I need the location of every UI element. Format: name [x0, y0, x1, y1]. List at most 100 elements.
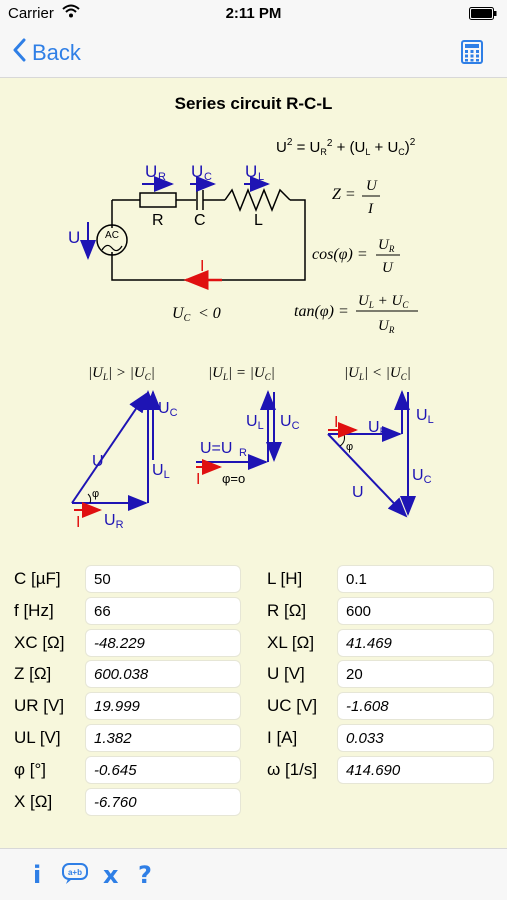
phasor3-phi-label: φ	[346, 441, 353, 453]
phasor-cond-3: |UL| < |UC|	[344, 365, 411, 382]
phasor1-u-label: U	[92, 453, 104, 470]
ul-label: U	[245, 162, 257, 181]
phasor1-current-label: I	[76, 514, 80, 531]
right-field-label: R [Ω]	[267, 600, 307, 620]
carrier-label: Carrier	[8, 5, 54, 22]
right-field-value[interactable]: 600	[337, 596, 494, 625]
ur-subscript: R	[158, 171, 166, 183]
phasor-cond-2: |UL| = |UC|	[208, 365, 275, 382]
left-field-label: C [µF]	[14, 569, 61, 588]
phasor2-u-eq-ur-label: U=U	[200, 440, 232, 457]
phasor2-current-label: I	[196, 471, 200, 488]
uc-symbol: UC	[172, 305, 191, 324]
ul-subscript: L	[258, 171, 264, 183]
formula-tan-num: UL + UC	[358, 293, 409, 310]
left-field-row: UL [V] 1.382	[0, 724, 507, 752]
help-icon[interactable]: ?	[138, 861, 152, 889]
left-field-row: f [Hz] 66	[0, 596, 507, 625]
right-field-row: R [Ω] 600	[0, 596, 507, 625]
calculator-icon[interactable]	[461, 40, 483, 69]
bottom-toolbar: i a+b x ?	[0, 848, 507, 900]
left-field-row: X [Ω] -6.760	[0, 787, 507, 816]
formula-icon[interactable]: a+b	[62, 863, 88, 891]
formula-cos-den: U	[382, 260, 394, 276]
ur-label: U	[145, 162, 157, 181]
capacitor-label: C	[194, 212, 206, 229]
uc-label: U	[191, 162, 203, 181]
right-field-row: L [H] 0.1	[0, 565, 507, 593]
left-field-row: φ [°] -0.645	[0, 755, 507, 784]
phasor-diagram-1	[71, 390, 161, 511]
formula-cos-num: UR	[378, 237, 395, 254]
phasor3-uc-label: UC	[412, 467, 432, 486]
uc-condition: < 0	[198, 305, 221, 322]
phasor3-ul-label: UL	[416, 407, 434, 426]
clear-icon[interactable]: x	[103, 861, 119, 889]
left-field-label: X [Ω]	[14, 791, 53, 811]
formula-z-den: I	[367, 201, 374, 217]
right-field-label: L [H]	[267, 569, 303, 588]
right-field-row: ω [1/s] 414.690	[0, 755, 507, 784]
current-label: I	[200, 258, 204, 275]
right-field-label: UC [V]	[267, 696, 318, 716]
left-field-value[interactable]: 600.038	[85, 660, 241, 689]
left-field-value[interactable]: -6.760	[85, 787, 241, 816]
left-field-value[interactable]: 1.382	[85, 724, 241, 752]
left-field-label: Z [Ω]	[14, 664, 52, 684]
right-field-value[interactable]: 41.469	[337, 628, 494, 657]
svg-text:U2 = UR2 + (UL + UC)2: U2 = UR2 + (UL + UC)2	[276, 137, 416, 157]
left-field-label: UR [V]	[14, 696, 65, 716]
phasor1-ul-label: UL	[152, 462, 170, 481]
left-field-value[interactable]: -0.645	[85, 755, 241, 784]
formula-tan-den: UR	[378, 318, 395, 335]
phasor1-uc-label: UC	[158, 400, 178, 419]
phasor2-ul-label: UL	[246, 413, 264, 432]
right-field-row: U [V]20	[0, 660, 507, 689]
phasor3-current-label: I	[334, 414, 338, 431]
page-title: Series circuit R-C-L	[174, 94, 333, 113]
right-field-label: ω [1/s]	[267, 759, 318, 779]
status-bar: Carrier 2:11 PM	[0, 0, 507, 28]
formula-z-lhs: Z =	[332, 186, 356, 203]
back-button[interactable]: Back	[12, 38, 81, 68]
info-icon[interactable]: i	[33, 861, 42, 889]
phasor3-ur-label: UR	[368, 419, 388, 438]
phasor1-ur-label: UR	[104, 512, 124, 531]
right-field-value[interactable]: 20	[337, 660, 494, 689]
left-field-value[interactable]: 19.999	[85, 692, 241, 721]
right-field-label: XL [Ω]	[267, 632, 315, 652]
right-field-value[interactable]: 414.690	[337, 755, 494, 784]
formula-u: U2 = UR2 + (UL + UC)2	[276, 137, 416, 157]
formula-z-num: U	[366, 178, 378, 194]
right-field-row: XL [Ω] 41.469	[0, 628, 507, 657]
left-field-label: φ [°]	[14, 759, 46, 779]
right-field-row: UC [V] -1.608	[0, 692, 507, 721]
formula-icon-text: a+b	[68, 868, 82, 877]
u-source-label: U	[68, 228, 80, 247]
left-field-row: C [µF] 50	[0, 565, 507, 593]
left-field-value[interactable]: 50	[85, 565, 241, 593]
right-field-value[interactable]: 0.1	[337, 565, 494, 593]
right-field-label: I [A]	[267, 728, 298, 747]
left-field-row: XC [Ω] -48.229	[0, 628, 507, 657]
right-field-row: I [A] 0.033	[0, 724, 507, 752]
right-field-value[interactable]: -1.608	[337, 692, 494, 721]
left-field-label: f [Hz]	[14, 600, 54, 620]
right-field-value[interactable]: 0.033	[337, 724, 494, 752]
left-field-label: XC [Ω]	[14, 632, 65, 652]
left-field-label: UL [V]	[14, 728, 61, 747]
left-field-value[interactable]: 66	[85, 596, 241, 625]
formula-cos-lhs: cos(φ) =	[312, 246, 368, 263]
phasor2-ur-subscript: R	[239, 447, 247, 459]
status-time: 2:11 PM	[225, 5, 282, 22]
phasor-diagram-3	[327, 390, 416, 518]
resistor-label: R	[152, 212, 164, 229]
left-field-row: UR [V] 19.999	[0, 692, 507, 721]
phasor-cond-1: |UL| > |UC|	[88, 365, 155, 382]
formula-tan-lhs: tan(φ) =	[294, 303, 349, 320]
back-label: Back	[32, 40, 81, 65]
left-field-value[interactable]: -48.229	[85, 628, 241, 657]
navigation-bar: Back	[0, 28, 507, 78]
phasor3-u-label: U	[352, 484, 364, 501]
ac-source-label: AC	[105, 230, 119, 241]
